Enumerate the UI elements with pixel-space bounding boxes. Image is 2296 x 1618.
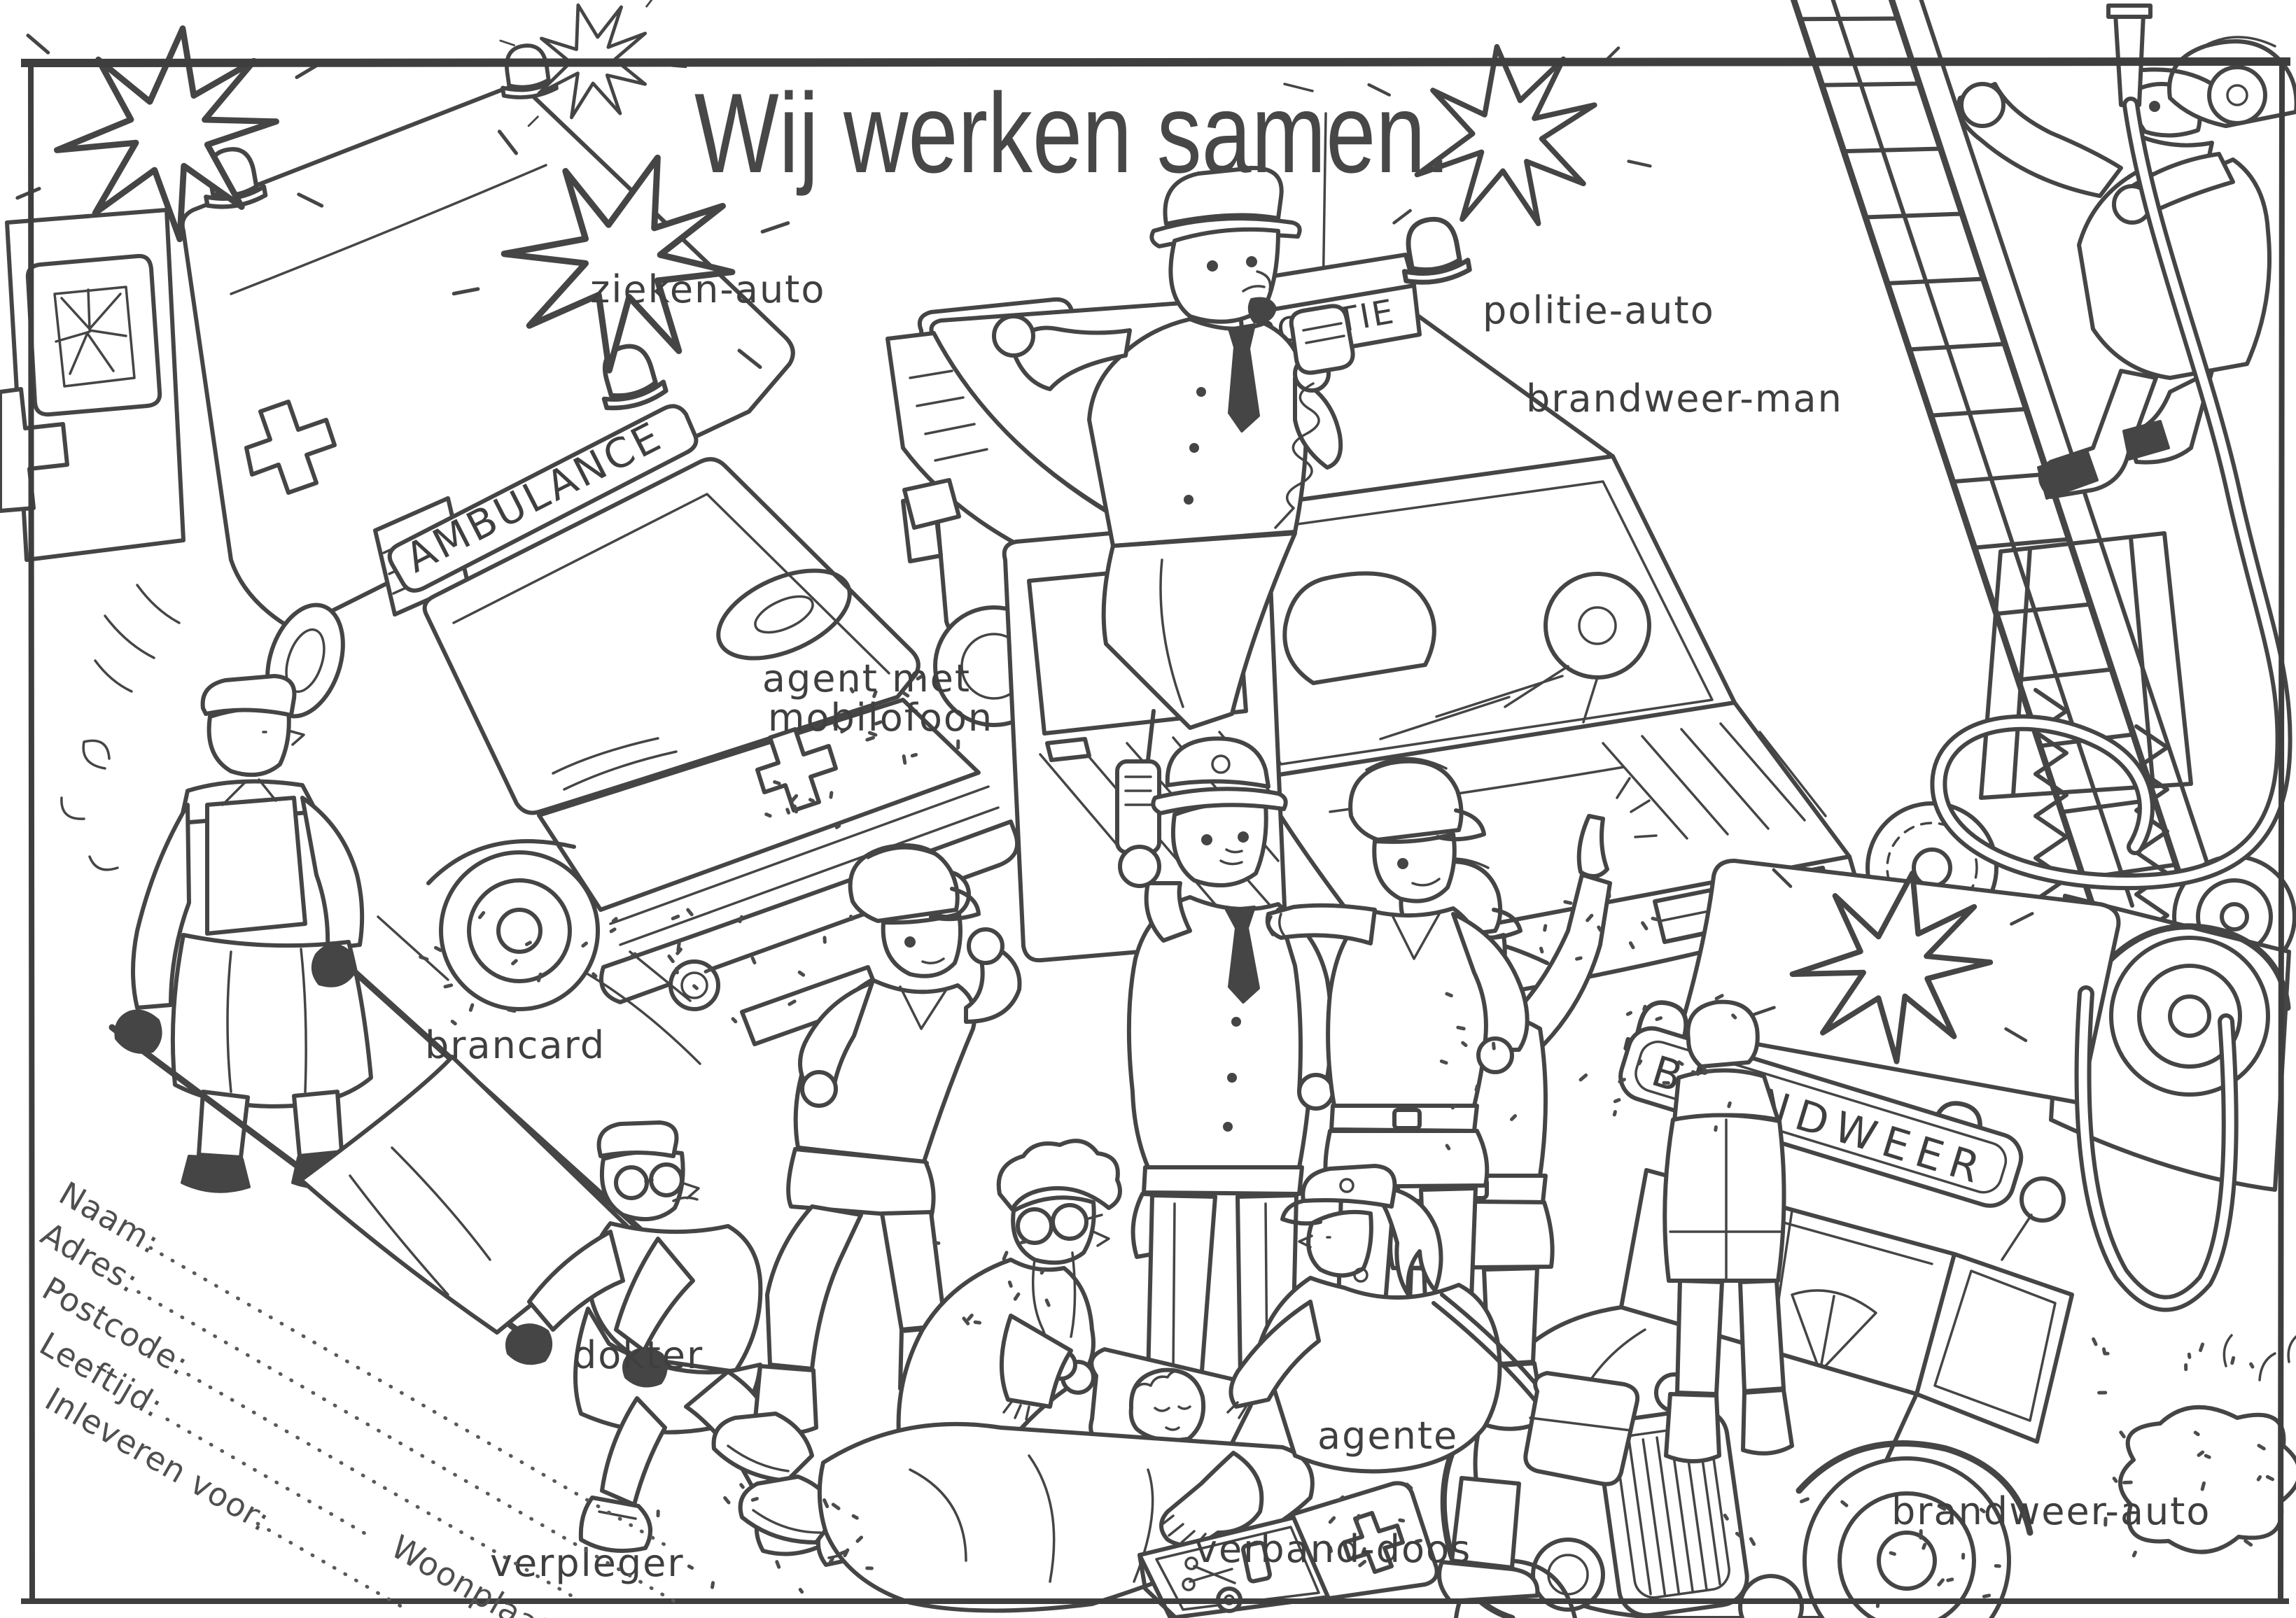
ambulance-drawing: AMBULANCE (0, 0, 1098, 1046)
verpleger-standing-figure (114, 674, 373, 1193)
stretcher-team-drawing (60, 674, 836, 1556)
verpleger-running-figure (505, 1120, 836, 1556)
agente-figure (1226, 1164, 1640, 1603)
form-row-inleveren-voor: Inleveren voor: (39, 1380, 412, 1613)
page-title: Wij werken samen. (694, 70, 1450, 197)
label-agente: agente (1317, 1414, 1458, 1458)
label-brancard: brancard (425, 1023, 606, 1067)
leeftijd-field[interactable] (165, 1417, 370, 1537)
inleveren-voor-field[interactable] (255, 1521, 412, 1613)
fire-hose-drawing (1930, 97, 2292, 891)
postcode-field[interactable] (186, 1372, 578, 1601)
agent-met-mobilofoon-figure (992, 166, 1355, 730)
page-border (20, 57, 2291, 1604)
fireman-on-ladder-figure (1956, 3, 2296, 500)
naam-field[interactable] (148, 1246, 668, 1547)
label-mobilofoon: mobilofoon (768, 696, 993, 740)
label-agent-met: agent met (762, 656, 971, 701)
adres-field[interactable] (136, 1290, 686, 1609)
label-brandweer-auto: brandweer-auto (1891, 1489, 2211, 1533)
label-dokter: dokter (573, 1333, 704, 1377)
label-politie-auto: politie-auto (1483, 288, 1715, 332)
label-zieken-auto: zieken-auto (590, 267, 825, 311)
ground-speckles (419, 675, 2274, 1608)
label-brandweer-man: brandweer-man (1526, 377, 1843, 421)
label-verband-doos: verband-doos (1195, 1527, 1471, 1571)
label-verpleger: verpleger (490, 1541, 685, 1585)
scene-labels: zieken-auto politie-auto brandweer-man a… (425, 267, 2211, 1585)
